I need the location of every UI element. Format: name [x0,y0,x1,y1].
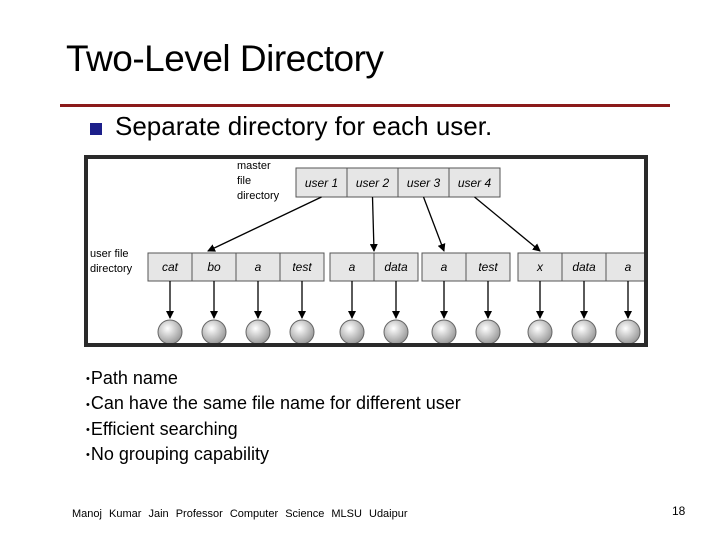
master-entry-label: user 2 [356,176,390,190]
user-directory-entry [465,252,511,282]
diagram-svg: master file directory user file directory use… [90,160,644,343]
slide-title: Two-Level Directory [66,38,384,79]
square-bullet-icon [90,123,102,135]
dot-bullet-icon: • [86,373,90,386]
main-bullet-text: Separate directory for each user. [115,111,493,141]
file-node [615,319,641,343]
user-entry-label: x [536,260,544,274]
bullet-item: •Can have the same file name for differe… [86,391,461,416]
page-number: 18 [672,504,686,518]
user-directory-label: user file [90,248,129,260]
user-entry-label: a [255,260,262,274]
user-entry-label: bo [207,260,221,274]
master-directory-entry [448,167,501,198]
file-node [571,319,597,343]
master-directory-entry [295,167,348,198]
dot-bullet-icon: • [86,398,90,411]
directory-pointer-arrow [474,196,541,252]
bullet-item: •Efficient searching [86,417,461,442]
master-entry-label: user 4 [458,176,492,190]
file-node [289,319,315,343]
file-node [201,319,227,343]
footer-text: Manoj Kumar Jain Professor Computer Scie… [72,508,408,520]
bullet-text: Path name [90,368,178,388]
user-entry-label: test [292,260,312,274]
bullet-item: •Path name [86,366,461,391]
user-directory-entry [235,252,281,282]
title-underline [60,104,670,107]
user-entry-label: data [572,260,596,274]
directory-pointer-arrow [422,196,446,252]
file-node [157,319,183,343]
user-entry-label: test [478,260,498,274]
user-entry-label: a [441,260,448,274]
file-node [245,319,271,343]
file-node [383,319,409,343]
master-directory-entry [346,167,399,198]
file-node [339,319,365,343]
user-directory-label: directory [90,263,133,275]
dot-bullet-icon: • [86,449,90,461]
user-entry-label: a [349,260,356,274]
dot-bullet-icon: • [86,423,90,436]
bullet-text: Efficient searching [90,418,238,439]
user-directory-entry [279,252,325,282]
user-entry-label: a [625,260,632,274]
bullet-list: •Path name •Can have the same file name … [86,366,461,467]
user-entry-label: cat [162,260,179,274]
file-node [527,319,553,343]
file-node [431,319,457,343]
directory-pointer-arrow [369,196,378,252]
user-directory-entry [373,252,419,282]
master-directory-label: directory [237,190,280,202]
master-directory-label: master [237,160,271,172]
bullet-text: Can have the same file name for differen… [90,393,461,414]
master-directory-label: file [237,175,251,187]
master-entry-label: user 3 [407,176,441,190]
bullet-text: No grouping capability [90,443,269,464]
directory-pointer-arrow [207,196,322,252]
file-node [475,319,501,343]
user-entry-label: data [384,260,408,274]
bullet-item: •No grouping capability [86,442,461,467]
two-level-directory-diagram: master file directory user file directory use… [84,155,648,347]
master-entry-label: user 1 [305,176,338,190]
